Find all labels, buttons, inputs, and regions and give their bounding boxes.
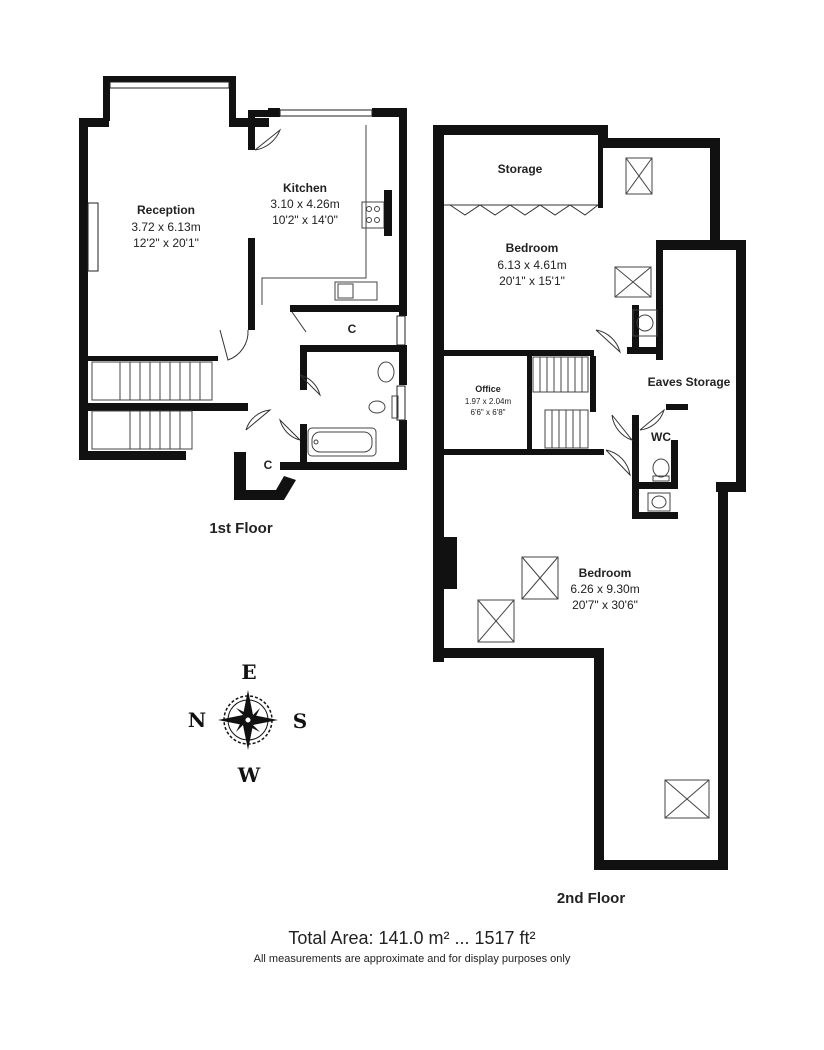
wall (433, 125, 608, 135)
wall (527, 350, 532, 455)
storage-label: Storage (498, 162, 543, 176)
room-name-bedroom: Bedroom (579, 566, 632, 580)
room-name-kitchen: Kitchen (283, 181, 327, 195)
room-metric-bedroom: 6.26 x 9.30m (570, 582, 639, 596)
wall (290, 305, 407, 312)
cupboard-label: C (264, 458, 273, 472)
bathroom-fixtures (307, 361, 399, 457)
wall (399, 108, 407, 316)
wall (399, 345, 407, 385)
wall (718, 482, 728, 870)
sanitary-fixtures (632, 309, 671, 512)
wall (632, 482, 678, 489)
wall (656, 240, 663, 360)
staircase (532, 356, 589, 449)
room-imperial-bedroom: 20'1" x 15'1" (499, 274, 565, 288)
wall (248, 238, 255, 330)
wall (433, 125, 444, 662)
disclaimer: All measurements are approximate and for… (253, 953, 571, 965)
wall (79, 118, 88, 460)
wall (300, 345, 407, 352)
room-imperial-office: 6'6" x 6'8" (471, 408, 506, 417)
window (279, 109, 373, 117)
cupboard-label: C (348, 322, 357, 336)
eaves-storage-label: Eaves Storage (648, 375, 731, 389)
wall (300, 345, 307, 390)
wall (716, 482, 746, 492)
storage-doors (444, 204, 599, 216)
window (396, 385, 406, 421)
wall (598, 125, 608, 148)
total-area: Total Area: 141.0 m² ... 1517 ft² (288, 928, 536, 948)
first-floor-plan: Reception 3.72 x 6.13m 12'2" x 20'1" Kit… (79, 76, 407, 537)
wall (248, 110, 255, 150)
wall (671, 440, 678, 489)
room-imperial-bedroom: 20'7" x 30'6" (572, 598, 638, 612)
wall (248, 110, 270, 117)
wall (594, 860, 728, 870)
compass-north: N (188, 708, 206, 732)
compass-south: S (293, 709, 307, 733)
room-metric-kitchen: 3.10 x 4.26m (270, 197, 339, 211)
wall (444, 537, 457, 589)
room-imperial-kitchen: 10'2" x 14'0" (272, 213, 338, 227)
wall (594, 648, 604, 870)
window (396, 315, 406, 346)
wall (632, 512, 678, 519)
staircase (91, 361, 213, 450)
fireplace (87, 202, 99, 272)
door-swings (219, 128, 321, 441)
door-swings (595, 329, 665, 477)
room-metric-office: 1.97 x 2.04m (465, 397, 512, 406)
wall (384, 190, 392, 236)
room-imperial-reception: 12'2" x 20'1" (133, 236, 199, 250)
wall (372, 108, 407, 117)
wall (79, 451, 186, 460)
wall (234, 452, 296, 500)
wall (433, 648, 604, 658)
wall (632, 415, 639, 519)
wall (103, 76, 110, 121)
wall (632, 305, 639, 347)
second-floor-plan: Storage Bedroom 6.13 x 4.61m 20'1" x 15'… (433, 125, 746, 907)
wall (88, 403, 248, 411)
compass-east: E (241, 660, 256, 684)
wall (88, 356, 218, 361)
wall (268, 108, 280, 117)
wall (103, 76, 236, 82)
wall (710, 138, 720, 246)
wall (590, 356, 596, 412)
room-metric-reception: 3.72 x 6.13m (131, 220, 200, 234)
wall (627, 347, 663, 354)
wall (598, 138, 720, 148)
room-name-bedroom: Bedroom (506, 241, 559, 255)
wall (300, 424, 307, 464)
wall (666, 404, 688, 410)
wall (79, 118, 109, 127)
room-metric-bedroom: 6.13 x 4.61m (497, 258, 566, 272)
wall (598, 138, 603, 208)
wc-label: WC (651, 430, 671, 444)
wall (280, 462, 407, 470)
wall (444, 350, 594, 356)
first-floor-label: 1st Floor (209, 520, 273, 537)
window (109, 81, 230, 89)
wall (229, 76, 236, 121)
wall (444, 449, 604, 455)
wall (656, 240, 746, 250)
compass: E N S W (188, 660, 307, 787)
compass-west: W (237, 763, 261, 787)
room-name-office: Office (475, 384, 501, 394)
wall (736, 240, 746, 492)
skylights (477, 157, 710, 819)
room-name-reception: Reception (137, 203, 195, 217)
wall (399, 420, 407, 470)
second-floor-label: 2nd Floor (557, 890, 625, 907)
